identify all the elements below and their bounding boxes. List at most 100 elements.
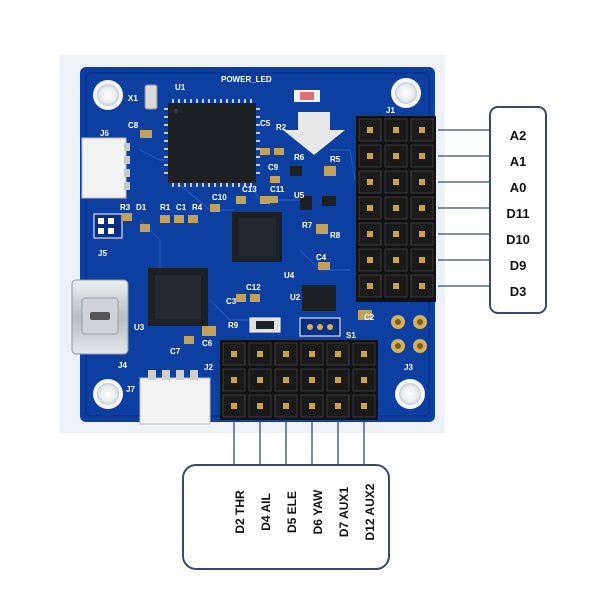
j1-pin-tip: [393, 231, 399, 237]
j1-pin-tip: [393, 283, 399, 289]
j1-pin-tip: [367, 283, 373, 289]
j2-pin-header: [220, 340, 378, 420]
j1-pin-header: [356, 116, 436, 302]
label-c10: C10: [212, 193, 227, 202]
pin-label-d4-ail: D4 AIL: [259, 493, 273, 531]
u4-sensor-chip: [232, 212, 282, 262]
label-u3: U3: [134, 323, 145, 332]
j1-pin-tip: [393, 153, 399, 159]
pin-label-d12-aux2: D12 AUX2: [363, 483, 377, 541]
right-pin-callout: A2 A1 A0 D11 D10 D9 D3: [489, 106, 547, 314]
j1-pin-tip: [393, 127, 399, 133]
j2-pin-tip: [231, 403, 237, 409]
j2-pin-tip: [309, 377, 315, 383]
label-c4: C4: [316, 253, 327, 262]
label-j6: J6: [100, 129, 109, 138]
j2-pin-tip: [231, 351, 237, 357]
label-c12: C12: [246, 283, 261, 292]
j2-pin-tip: [361, 377, 367, 383]
j1-pin-tip: [419, 179, 425, 185]
j3-pads: [391, 315, 427, 353]
u1-mcu-chip: [164, 99, 260, 187]
pin-label-a0: A0: [509, 180, 527, 195]
label-c2: C2: [364, 313, 375, 322]
u2-chip: [302, 285, 336, 311]
label-c6: C6: [202, 339, 213, 348]
label-c11: C11: [270, 185, 285, 194]
j2-pin-tip: [283, 377, 289, 383]
pin-label-d3: D3: [509, 284, 527, 299]
label-r2: R2: [276, 123, 287, 132]
pin-label-d5-ele: D5 ELE: [285, 491, 299, 534]
pin-label-d7-aux1: D7 AUX1: [337, 486, 351, 538]
pin-label-d11: D11: [506, 206, 530, 221]
label-r3: R3: [120, 203, 131, 212]
j2-pin-tip: [283, 351, 289, 357]
j1-pin-tip: [367, 179, 373, 185]
mounting-holes: [93, 78, 425, 409]
label-r6: R6: [294, 153, 305, 162]
label-r1: R1: [160, 203, 171, 212]
j1-pin-tip: [367, 205, 373, 211]
u3-chip: [148, 268, 208, 326]
bottom-leader-lines: [233, 422, 365, 464]
j1-pin-tip: [419, 153, 425, 159]
arrow-decal: [283, 112, 345, 155]
j1-pin-tip: [393, 205, 399, 211]
pin-label-a2: A2: [509, 128, 527, 143]
j6-connector: [81, 137, 130, 199]
s1-switch: [299, 317, 341, 337]
label-c9: C9: [268, 163, 279, 172]
label-j7: J7: [126, 385, 135, 394]
bottom-pin-callout: [182, 464, 390, 570]
j1-pin-tip: [367, 257, 373, 263]
j1-pin-tip: [393, 179, 399, 185]
j2-housing: [220, 340, 378, 420]
j2-pin-tip: [257, 351, 263, 357]
pin-label-d6-yaw: D6 YAW: [311, 489, 325, 535]
label-r7: R7: [302, 221, 313, 230]
label-u5: U5: [294, 191, 305, 200]
right-leader-lines: [438, 129, 489, 287]
j2-pin-tip: [335, 403, 341, 409]
j1-pin-tip: [367, 127, 373, 133]
power-led: [294, 90, 320, 102]
label-j3: J3: [404, 363, 413, 372]
j2-pin-tip: [361, 351, 367, 357]
label-s1: S1: [346, 331, 356, 340]
j2-pin-tip: [361, 403, 367, 409]
pin-label-d10: D10: [506, 232, 530, 247]
label-c1: C1: [176, 203, 187, 212]
passive-components: [122, 130, 372, 344]
j1-pin-tip: [367, 153, 373, 159]
label-u2: U2: [290, 293, 301, 302]
label-c5: C5: [260, 119, 271, 128]
j1-pin-tip: [419, 127, 425, 133]
j7-connector: [139, 370, 211, 425]
label-d1: D1: [136, 203, 147, 212]
j2-pin-tip: [231, 377, 237, 383]
j2-pin-tip: [257, 377, 263, 383]
j2-pin-tip: [309, 403, 315, 409]
j2-pin-tip: [335, 377, 341, 383]
label-u1: U1: [175, 83, 186, 92]
label-j1: J1: [386, 106, 395, 115]
silkscreen-labels: U1 X1 C8 POWER_LED J1 J6 C5 R2 C9 R6 R5 …: [98, 75, 413, 394]
j1-pin-tip: [419, 231, 425, 237]
j1-pin-tip: [367, 231, 373, 237]
label-j2: J2: [204, 363, 213, 372]
pin-label-d9: D9: [509, 258, 527, 273]
label-x1: X1: [128, 94, 138, 103]
j1-pin-tip: [393, 257, 399, 263]
pin-label-a1: A1: [509, 154, 527, 169]
label-r9: R9: [228, 321, 239, 330]
label-c7: C7: [170, 347, 181, 356]
label-u4: U4: [284, 271, 295, 280]
label-r4: R4: [192, 203, 203, 212]
label-j4: J4: [118, 361, 127, 370]
label-j5: J5: [98, 249, 107, 258]
label-r8: R8: [330, 231, 341, 240]
x1-crystal: [144, 84, 158, 110]
usb-connector: [71, 279, 129, 355]
